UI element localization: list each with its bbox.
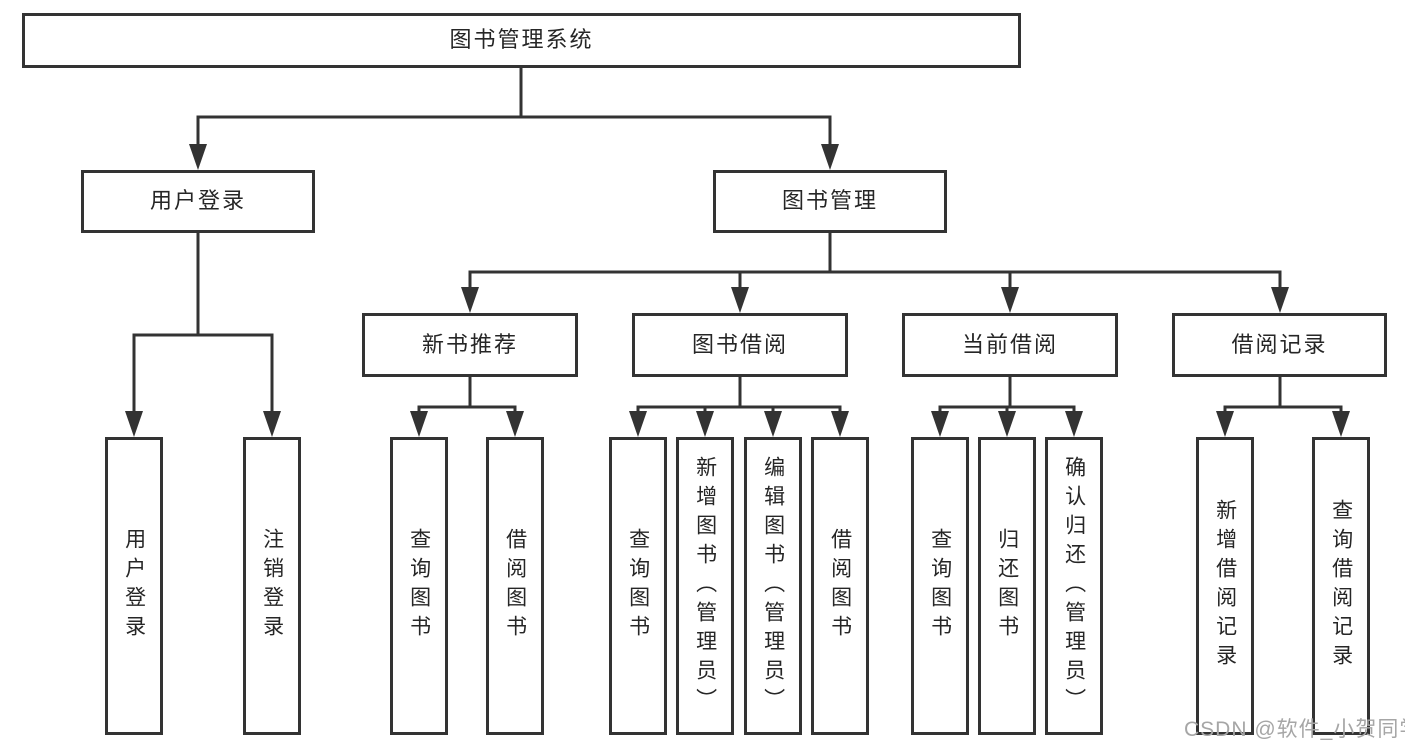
leaf-add-borrow-record: 新增借阅记录	[1196, 437, 1254, 735]
leaf-confirm-return-admin: 确认归还（管理员）	[1045, 437, 1103, 735]
node-book-management: 图书管理	[713, 170, 947, 233]
leaf-query-books-recommend: 查询图书	[390, 437, 448, 735]
arrow-down-icon	[1065, 411, 1083, 437]
node-library-management-system: 图书管理系统	[22, 13, 1021, 68]
leaf-return-books: 归还图书	[978, 437, 1036, 735]
arrow-down-icon	[1216, 411, 1234, 437]
leaf-borrow-books-recommend: 借阅图书	[486, 437, 544, 735]
arrow-down-icon	[125, 411, 143, 437]
leaf-user-login: 用户登录	[105, 437, 163, 735]
leaf-logout: 注销登录	[243, 437, 301, 735]
arrow-down-icon	[1332, 411, 1350, 437]
arrow-down-icon	[831, 411, 849, 437]
node-new-book-recommend: 新书推荐	[362, 313, 578, 377]
arrow-down-icon	[764, 411, 782, 437]
node-user-login: 用户登录	[81, 170, 315, 233]
leaf-borrow-books: 借阅图书	[811, 437, 869, 735]
arrow-down-icon	[1271, 287, 1289, 313]
arrow-down-icon	[410, 411, 428, 437]
arrow-down-icon	[998, 411, 1016, 437]
arrow-down-icon	[629, 411, 647, 437]
arrow-down-icon	[189, 144, 207, 170]
arrow-down-icon	[461, 287, 479, 313]
leaf-edit-books-admin: 编辑图书（管理员）	[744, 437, 802, 735]
arrow-down-icon	[696, 411, 714, 437]
csdn-watermark: CSDN @软件_小贺同学	[1184, 718, 1405, 741]
arrow-down-icon	[263, 411, 281, 437]
leaf-add-books-admin: 新增图书（管理员）	[676, 437, 734, 735]
node-book-borrowing: 图书借阅	[632, 313, 848, 377]
leaf-query-borrow-record: 查询借阅记录	[1312, 437, 1370, 735]
node-current-borrowing: 当前借阅	[902, 313, 1118, 377]
leaf-query-books-borrowing: 查询图书	[609, 437, 667, 735]
arrow-down-icon	[506, 411, 524, 437]
node-borrowing-records: 借阅记录	[1172, 313, 1387, 377]
arrow-down-icon	[931, 411, 949, 437]
arrow-down-icon	[1001, 287, 1019, 313]
arrow-down-icon	[821, 144, 839, 170]
arrow-down-icon	[731, 287, 749, 313]
leaf-query-books-current: 查询图书	[911, 437, 969, 735]
